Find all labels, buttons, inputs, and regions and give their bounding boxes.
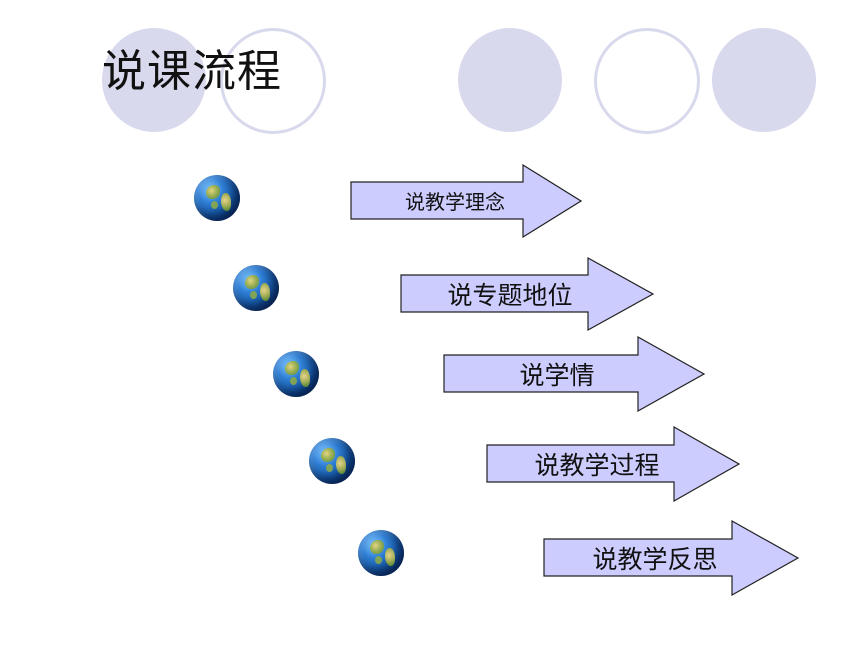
decor-circle-5	[712, 28, 816, 132]
slide-title: 说课流程	[102, 46, 282, 97]
decor-circle-1	[102, 28, 206, 132]
step-arrow-1[interactable]: 说教学理念	[350, 164, 582, 238]
globe-icon	[309, 438, 355, 484]
step-label: 说教学反思	[592, 544, 718, 574]
step-arrow-5[interactable]: 说教学反思	[543, 520, 799, 596]
step-arrow-4[interactable]: 说教学过程	[486, 426, 740, 502]
globe-icon	[233, 265, 279, 311]
decor-circle-2	[220, 28, 326, 134]
step-arrow-3[interactable]: 说学情	[443, 336, 705, 412]
globe-icon	[358, 530, 404, 576]
step-label: 说教学理念	[405, 190, 505, 214]
globe-icon	[273, 351, 319, 397]
step-arrow-2[interactable]: 说专题地位	[400, 257, 654, 331]
step-label: 说学情	[519, 360, 595, 390]
decor-circle-3	[458, 28, 562, 132]
decor-circle-4	[594, 28, 700, 134]
step-label: 说教学过程	[534, 450, 660, 480]
globe-icon	[194, 175, 240, 221]
step-label: 说专题地位	[447, 280, 573, 310]
